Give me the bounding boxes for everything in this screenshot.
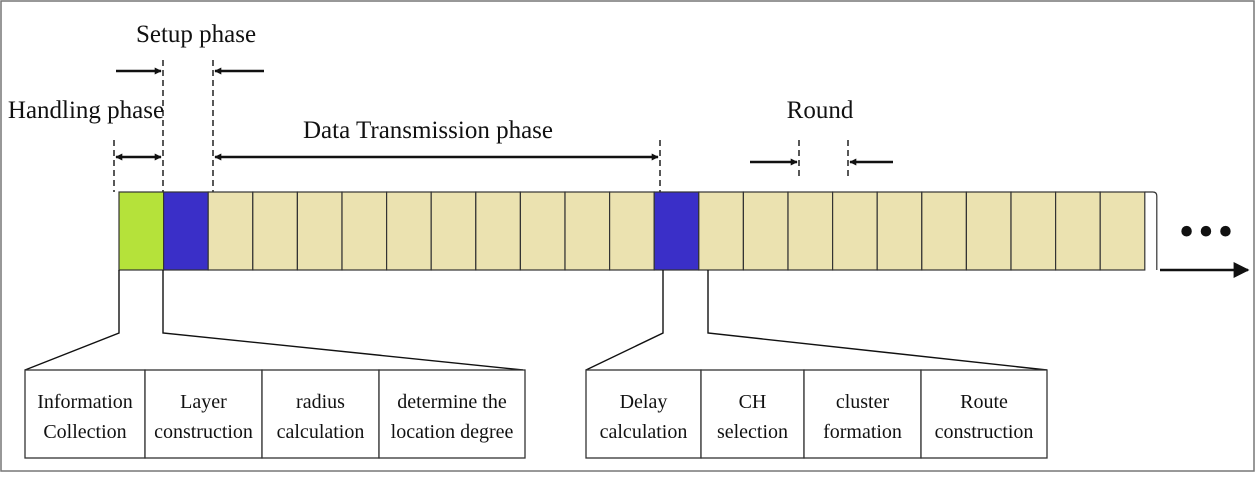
phase-boundaries <box>113 60 849 192</box>
data-transmission-phase-label: Data Transmission phase <box>303 117 553 144</box>
setup-slot <box>653 191 700 271</box>
table-cell <box>378 369 526 459</box>
data-slot <box>430 191 477 271</box>
data-slot <box>742 191 789 271</box>
data-slot <box>965 191 1012 271</box>
table-cell-text: Collection <box>43 421 126 443</box>
table-cell-text: construction <box>154 421 253 443</box>
table-cell-text: construction <box>935 421 1034 443</box>
left-connector-start <box>24 270 120 371</box>
data-slot <box>386 191 432 271</box>
table-cell <box>585 369 702 459</box>
data-slot <box>698 191 744 271</box>
data-slot <box>296 191 343 271</box>
table-cell <box>920 369 1048 459</box>
table-cell <box>803 369 922 459</box>
setup-slot <box>163 191 209 271</box>
table-cell-text: Information <box>37 391 133 413</box>
table-cell-text: CH <box>739 391 767 413</box>
data-slot <box>1010 191 1057 271</box>
data-slot <box>608 191 655 271</box>
table-cell-text: location degree <box>391 421 514 443</box>
table-cell <box>24 369 146 459</box>
zoom-connectors <box>24 270 1048 371</box>
timeline-end-cap <box>1144 191 1158 270</box>
data-slot <box>831 191 878 271</box>
table-cell <box>261 369 380 459</box>
continuation-dots: ••• <box>1179 207 1237 256</box>
data-slot <box>519 191 566 271</box>
data-slot <box>876 191 923 271</box>
table-cell <box>700 369 805 459</box>
table-cell-text: determine the <box>397 391 507 413</box>
data-slot <box>207 191 254 271</box>
data-slot <box>341 191 388 271</box>
setup-phase-label: Setup phase <box>136 21 256 48</box>
table-cell <box>144 369 263 459</box>
phase-arrows <box>115 67 893 166</box>
table-cell-text: calculation <box>277 421 365 443</box>
data-slot <box>475 191 521 271</box>
data-slot <box>252 191 299 271</box>
data-slot <box>1054 191 1101 271</box>
table-cell-text: calculation <box>600 421 688 443</box>
handling-slot <box>118 191 165 271</box>
table-cell-text: Route <box>960 391 1008 413</box>
right-connector-end <box>707 270 1048 371</box>
setup-steps-table: Delay calculation CH selection cluster format… <box>585 369 1048 459</box>
right-connector-start <box>585 270 664 371</box>
table-cell-text: formation <box>823 421 902 443</box>
handling-phase-label: Handling phase <box>8 97 164 124</box>
table-cell-text: Delay <box>620 391 668 413</box>
timeline-slots <box>118 191 1158 271</box>
table-cell-text: cluster <box>836 391 890 413</box>
round-label: Round <box>787 97 854 124</box>
table-cell-text: radius <box>296 391 345 413</box>
data-slot <box>1099 191 1146 271</box>
data-slot <box>921 191 967 271</box>
data-slot <box>787 191 834 271</box>
table-cell-text: Layer <box>180 391 227 413</box>
table-cell-text: selection <box>717 421 788 443</box>
left-connector-end <box>162 270 524 371</box>
data-slot <box>564 191 611 271</box>
